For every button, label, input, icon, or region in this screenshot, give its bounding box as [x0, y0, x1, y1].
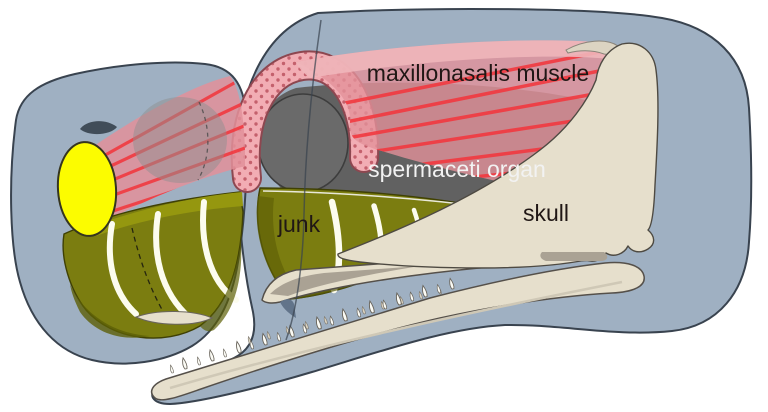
junk-right-shading — [200, 240, 242, 332]
junk-stripe — [153, 211, 193, 321]
spermaceti-front-circle — [257, 93, 349, 193]
mandible-inner-line — [169, 280, 623, 390]
junk-bottom-shading — [70, 284, 150, 338]
skull-jaw-gap-shadow — [540, 252, 608, 261]
spermaceti-cylinder-ghost — [133, 97, 227, 183]
tooth — [208, 348, 215, 362]
blowhole-crescent — [80, 121, 117, 135]
tooth — [234, 340, 243, 354]
label-maxillonasalis-muscle: maxillonasalis muscle — [367, 60, 589, 86]
label-junk: junk — [277, 211, 321, 237]
label-skull: skull — [523, 200, 569, 226]
mandible-shape — [150, 261, 645, 401]
cylinder-dashed-edge — [197, 101, 209, 181]
tooth — [222, 348, 228, 358]
tooth — [169, 364, 175, 374]
spermaceti-case-front — [56, 141, 118, 237]
label-spermaceti-organ: spermaceti organ — [368, 156, 546, 182]
cut-face-line — [285, 19, 322, 341]
junk-stripe — [106, 221, 139, 317]
fiber-stripe — [335, 86, 620, 142]
palate-notch — [280, 299, 296, 318]
fiber-stripe — [335, 64, 620, 126]
muscle-top-highlight — [296, 40, 620, 78]
skull — [150, 42, 659, 401]
junk-cross-section — [62, 191, 244, 339]
fiber-stripe — [329, 46, 620, 108]
jaw-cross-section-sliver — [134, 310, 214, 325]
labels: maxillonasalis muscle spermaceti organ j… — [277, 60, 589, 237]
rostrum-shadow — [270, 266, 420, 296]
junk-front-shading — [256, 196, 299, 297]
tooth — [181, 356, 188, 370]
tooth — [196, 356, 202, 366]
